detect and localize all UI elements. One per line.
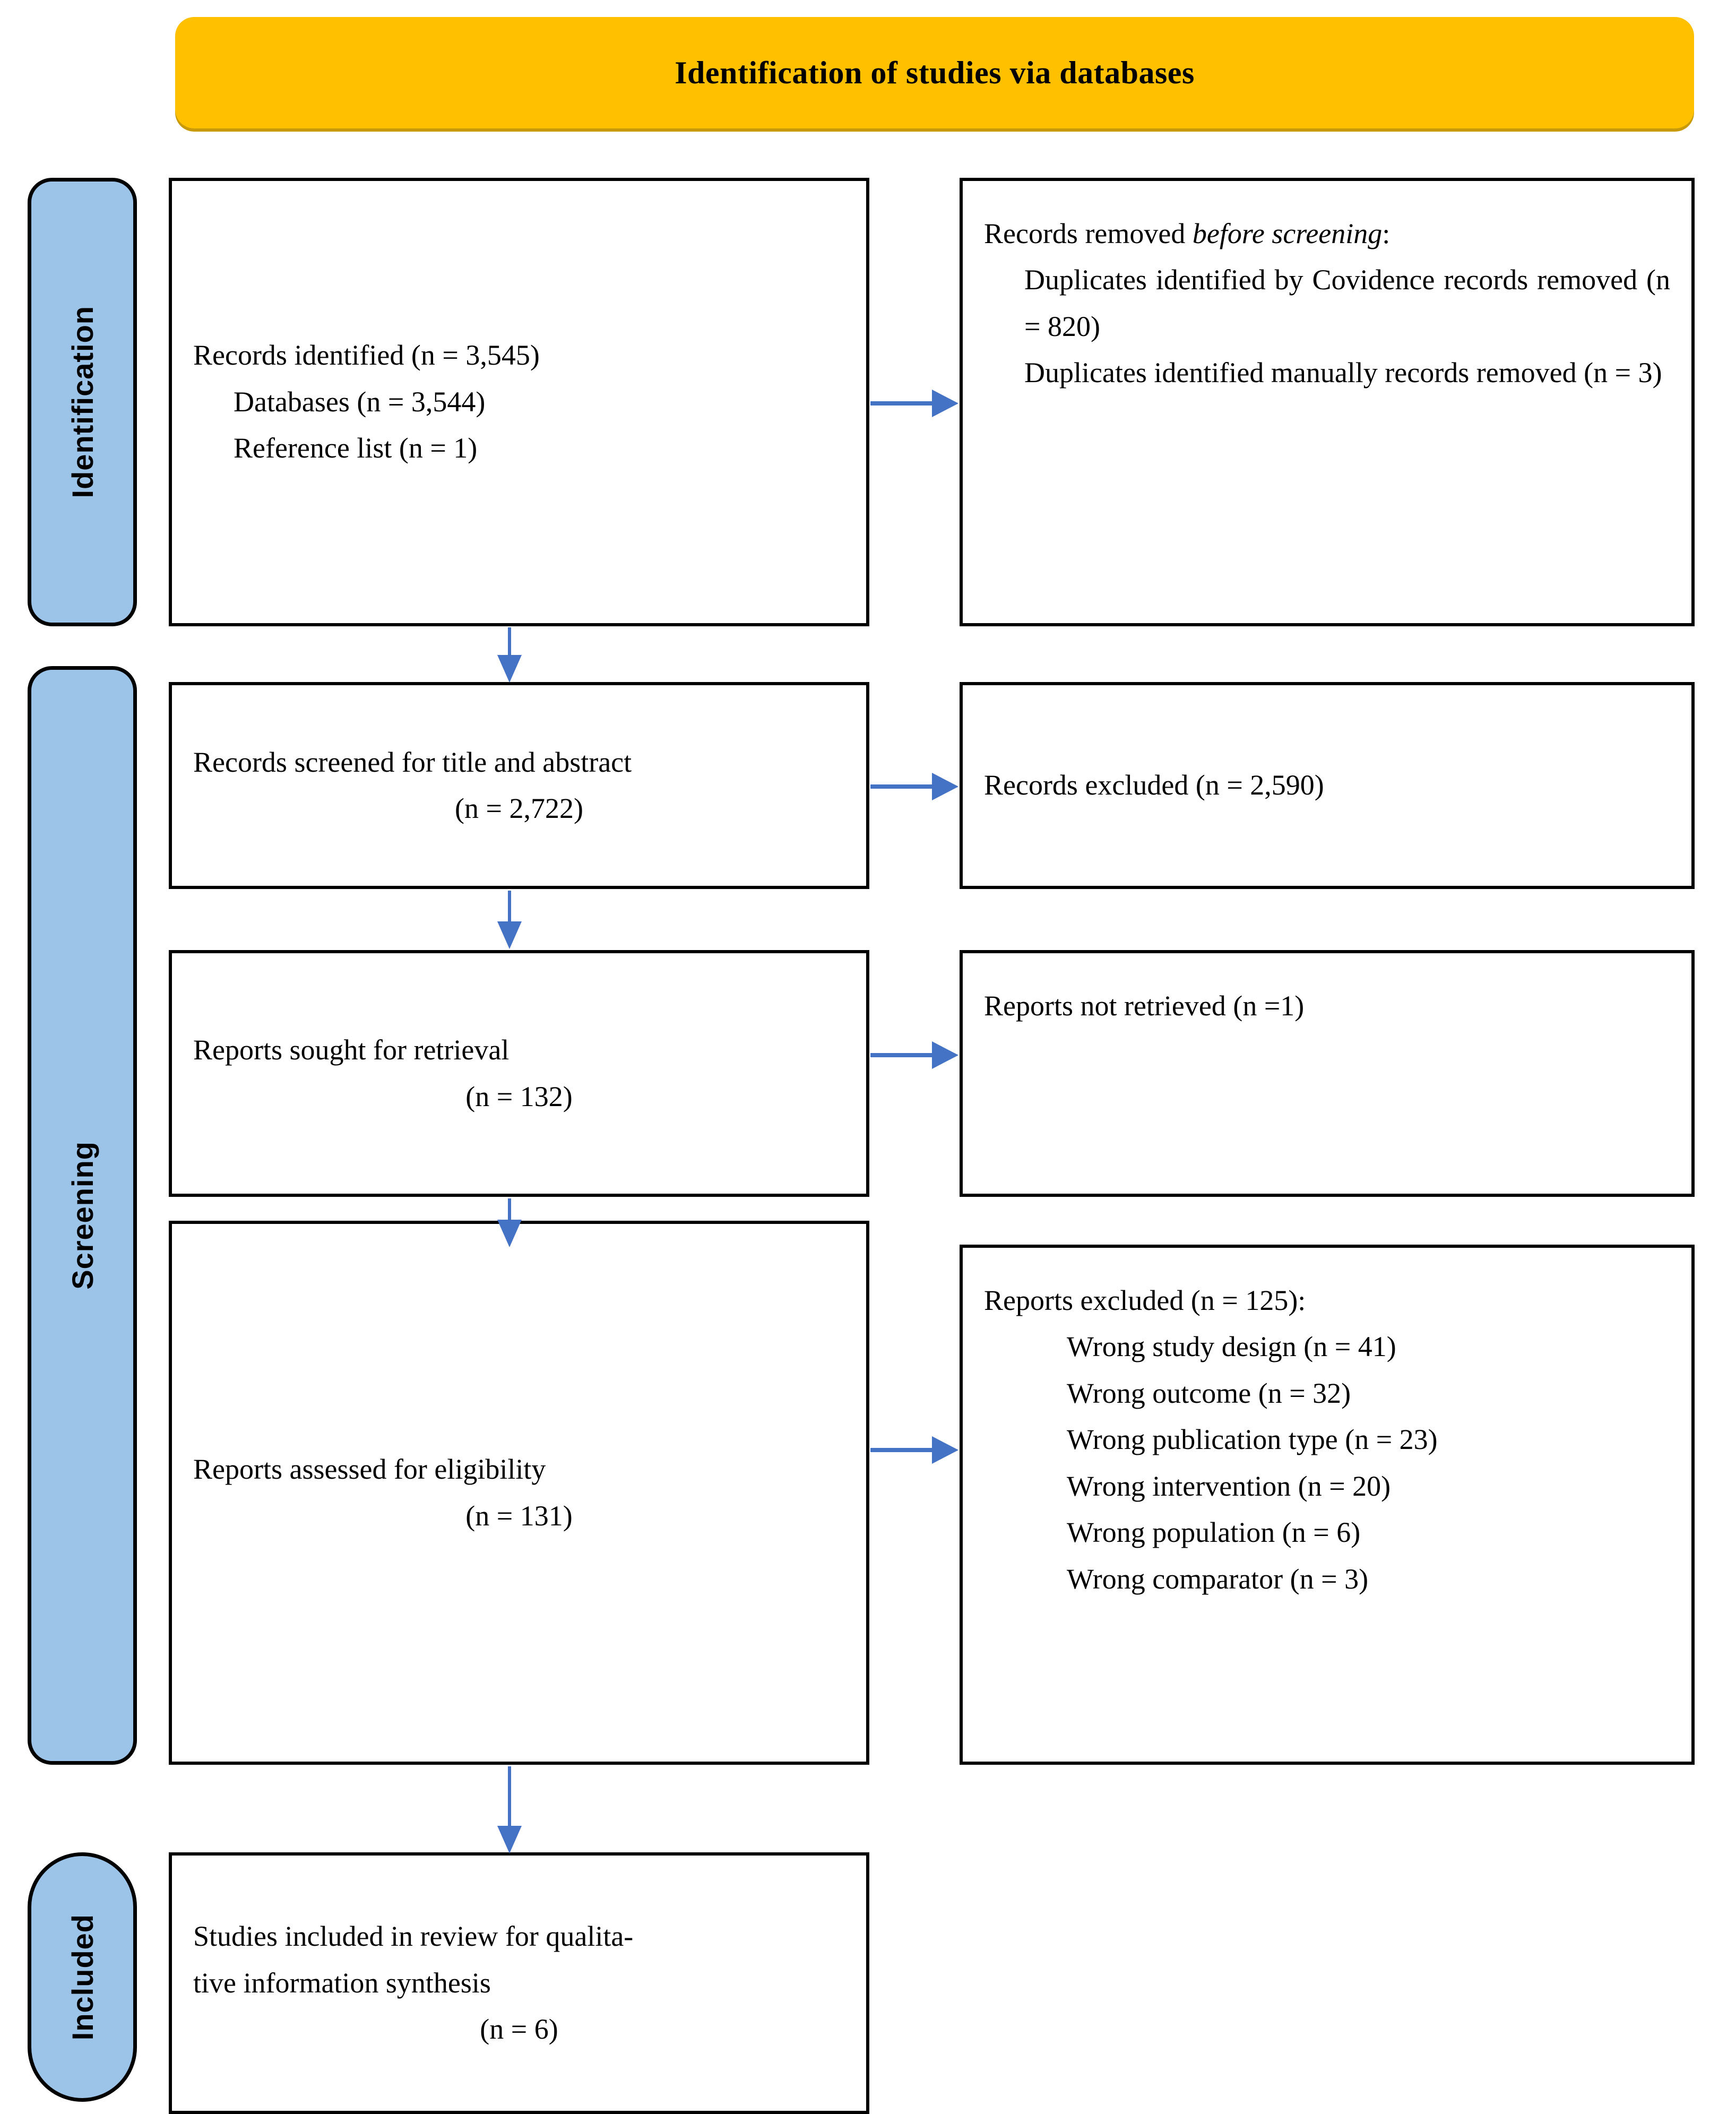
records-removed-heading-emphasis: before screening [1192, 218, 1383, 249]
stage-pill-included: Included [28, 1852, 137, 2102]
reports-excluded-heading: Reports excluded (n = 125): [984, 1284, 1306, 1316]
studies-included-label-line1: Studies included in review for qualita- [193, 1920, 634, 1953]
records-screened-count: (n = 2,722) [455, 792, 583, 824]
studies-included-label-line2: tive information synthesis [193, 1966, 491, 1999]
box-studies-included: Studies included in review for qualita- … [169, 1852, 869, 2114]
stage-label-included: Included [65, 1913, 99, 2041]
stage-pill-identification: Identification [28, 178, 137, 626]
reports-assessed-label: Reports assessed for eligibility [193, 1453, 546, 1486]
arrow-head [497, 655, 522, 683]
arrow-head [932, 1436, 958, 1464]
box-reports-assessed: Reports assessed for eligibility (n = 13… [169, 1221, 869, 1765]
arrow-shaft [508, 1766, 511, 1826]
records-removed-heading: Records removed before screening: [963, 211, 1691, 257]
reports-excluded-reason: Wrong comparator (n = 3) [1067, 1563, 1369, 1595]
diagram-banner: Identification of studies via databases [175, 17, 1694, 128]
arrow-head [497, 921, 522, 949]
box-records-excluded: Records excluded (n = 2,590) [960, 682, 1695, 889]
records-identified-databases: Databases (n = 3,544) [234, 385, 486, 418]
arrow-shaft [870, 401, 932, 405]
arrow-shaft [508, 1198, 511, 1222]
box-records-screened: Records screened for title and abstract … [169, 682, 869, 889]
arrow-head [497, 1826, 522, 1853]
stage-label-screening: Screening [65, 1141, 99, 1290]
studies-included-count: (n = 6) [480, 2013, 558, 2046]
reports-not-retrieved-count: Reports not retrieved (n =1) [984, 990, 1305, 1022]
stage-pill-screening: Screening [28, 666, 137, 1765]
arrow-shaft [508, 891, 511, 921]
stage-label-identification: Identification [65, 306, 99, 498]
reports-sought-count: (n = 132) [465, 1080, 573, 1112]
box-records-removed: Records removed before screening: Duplic… [960, 178, 1695, 626]
reports-assessed-count: (n = 131) [465, 1499, 573, 1532]
reports-excluded-reason: Wrong study design (n = 41) [1067, 1331, 1396, 1363]
arrow-shaft [870, 1448, 932, 1452]
box-reports-sought: Reports sought for retrieval (n = 132) [169, 950, 869, 1197]
records-removed-heading-prefix: Records removed [984, 218, 1193, 249]
box-reports-excluded: Reports excluded (n = 125): Wrong study … [960, 1245, 1695, 1765]
records-identified-total: Records identified (n = 3,545) [193, 339, 540, 372]
records-excluded-count: Records excluded (n = 2,590) [984, 769, 1324, 801]
arrow-shaft [508, 627, 511, 655]
records-removed-heading-suffix: : [1382, 218, 1390, 249]
banner-title: Identification of studies via databases [675, 55, 1195, 90]
records-identified-reference-list: Reference list (n = 1) [234, 432, 478, 464]
arrow-head [932, 1041, 958, 1069]
arrow-head [497, 1220, 522, 1247]
arrow-head [932, 390, 958, 417]
arrow-shaft [870, 784, 932, 789]
reports-excluded-reason: Wrong intervention (n = 20) [1067, 1470, 1391, 1502]
box-reports-not-retrieved: Reports not retrieved (n =1) [960, 950, 1695, 1197]
reports-sought-label: Reports sought for retrieval [193, 1034, 509, 1066]
reports-excluded-reason: Wrong publication type (n = 23) [1067, 1423, 1438, 1456]
reports-excluded-reason: Wrong population (n = 6) [1067, 1516, 1361, 1549]
arrow-head [932, 773, 958, 800]
records-removed-manual: Duplicates identified manually records r… [1024, 357, 1662, 389]
reports-excluded-reason: Wrong outcome (n = 32) [1067, 1377, 1351, 1409]
box-records-identified: Records identified (n = 3,545) Databases… [169, 178, 869, 626]
arrow-shaft [870, 1053, 932, 1057]
records-removed-covidence: Duplicates identified by Covidence recor… [1024, 264, 1678, 342]
records-screened-label: Records screened for title and abstract [193, 746, 632, 778]
